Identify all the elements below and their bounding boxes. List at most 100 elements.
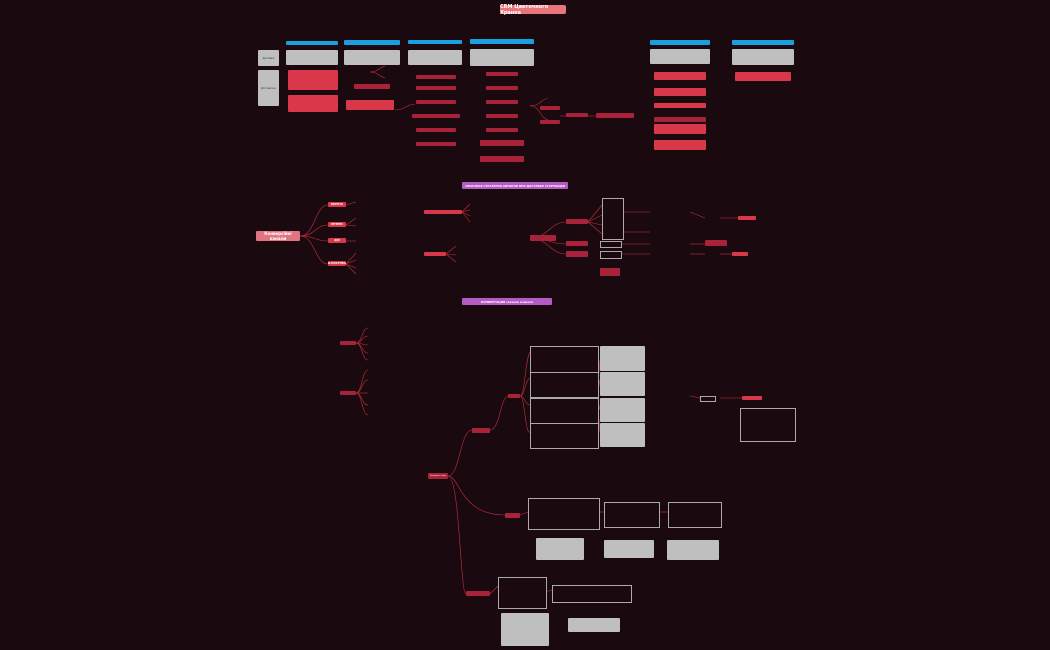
detail-box	[600, 251, 622, 259]
red-card	[654, 117, 706, 122]
mid-node-conversion	[424, 252, 446, 256]
row-label-text: Доставка	[262, 56, 275, 60]
note-box	[667, 540, 719, 560]
step-node	[416, 100, 456, 104]
column-header-1	[286, 41, 338, 45]
step-node	[540, 120, 560, 124]
detail-box	[604, 502, 660, 528]
detail-box	[530, 372, 599, 398]
red-card	[654, 124, 706, 134]
result-node	[705, 240, 727, 246]
section-banner-conversion: КОНВЕРТАЦИЯ заказов клиента	[462, 298, 552, 305]
detail-box	[528, 498, 600, 530]
note-box	[600, 372, 645, 396]
step-node	[486, 86, 518, 90]
node-label	[385, 70, 405, 73]
column-header-6	[732, 40, 794, 45]
step-node	[416, 75, 456, 79]
step-node	[566, 113, 588, 117]
central-node-text: Конверсійні канали	[264, 231, 292, 241]
branch-action: ДІЯ	[328, 238, 346, 243]
note-box	[600, 423, 645, 447]
banner-text: ОБЗАЗНАЯ СТРАТЕГИЯ АВТОРОВ ПРИ ДОСТАВКЕ …	[465, 183, 565, 188]
branch-text: В-ПОКУПКА	[328, 262, 346, 265]
column-header-2	[344, 40, 400, 45]
column-header-3	[408, 40, 462, 44]
grey-cell-6	[732, 49, 794, 65]
detail-box	[740, 408, 796, 442]
detail-box	[600, 241, 622, 248]
step-node	[480, 140, 524, 146]
step-node	[416, 142, 456, 146]
grey-cell-1	[286, 50, 338, 65]
step-node	[486, 128, 518, 132]
grey-cell-5	[650, 49, 710, 64]
branch-interest: ІНТЕРЕС	[328, 222, 346, 227]
row-label-delivery: Доставка	[258, 50, 279, 66]
note-box	[536, 538, 584, 560]
branch-purchase: В-ПОКУПКА	[328, 261, 346, 266]
grey-cell-3	[408, 50, 462, 65]
branch-traffic	[472, 428, 490, 433]
branch-text: ДІЯ	[334, 239, 340, 242]
red-card-3	[346, 100, 394, 110]
detail-box	[530, 346, 599, 373]
step-node	[486, 72, 518, 76]
result-node	[732, 252, 748, 256]
hub-node	[530, 235, 556, 241]
step-node	[412, 114, 460, 118]
root-text: Конверсія лідів	[429, 475, 447, 477]
result-node	[738, 216, 756, 220]
side-node-check	[340, 391, 356, 395]
hub-branch	[566, 241, 588, 246]
page-title: CRM Цветочного Хранка	[500, 4, 566, 16]
section-banner-strategy: ОБЗАЗНАЯ СТРАТЕГИЯ АВТОРОВ ПРИ ДОСТАВКЕ …	[462, 182, 568, 189]
red-card	[654, 72, 706, 80]
branch-text: ІНТЕРЕС	[330, 223, 344, 226]
branch-repeat	[466, 591, 490, 596]
step-node	[486, 100, 518, 104]
note-box	[600, 346, 645, 371]
detail-node	[600, 268, 620, 276]
detail-box	[700, 396, 716, 402]
red-card-2	[288, 95, 338, 112]
red-card	[654, 88, 706, 96]
branch-leads	[508, 394, 520, 398]
hub-branch	[566, 219, 588, 224]
note-box	[604, 540, 654, 558]
branch-awareness: ВОРОТА	[328, 202, 346, 207]
step-node	[540, 106, 560, 110]
column-header-4	[470, 39, 534, 44]
note-box	[600, 398, 645, 422]
step-node	[416, 86, 456, 90]
detail-box	[530, 398, 599, 424]
step-node	[486, 114, 518, 118]
detail-box	[602, 198, 624, 240]
branch-text: ВОРОТА	[330, 203, 344, 206]
detail-box	[668, 502, 722, 528]
central-node: Конверсійні канали	[256, 231, 300, 241]
result-node	[742, 396, 762, 400]
step-node	[416, 128, 456, 132]
red-card	[654, 103, 706, 108]
note-box	[501, 613, 549, 646]
detail-box	[498, 577, 547, 609]
detail-box	[530, 423, 599, 449]
note-box	[568, 618, 620, 632]
side-node-income	[340, 341, 356, 345]
banner-text: КОНВЕРТАЦИЯ заказов клиента	[480, 299, 534, 304]
red-card	[654, 140, 706, 150]
column-header-5	[650, 40, 710, 45]
hub-branch	[566, 251, 588, 257]
mid-node-traffic	[424, 210, 462, 214]
branch-sales	[505, 513, 520, 518]
red-card-1	[288, 70, 338, 90]
step-node	[596, 113, 634, 118]
red-card	[735, 72, 791, 81]
root-node: Конверсія лідів	[428, 473, 448, 479]
detail-box	[552, 585, 632, 603]
row-label-text: Доставочка	[261, 86, 276, 90]
step-node	[480, 156, 524, 162]
grey-cell-4	[470, 49, 534, 66]
